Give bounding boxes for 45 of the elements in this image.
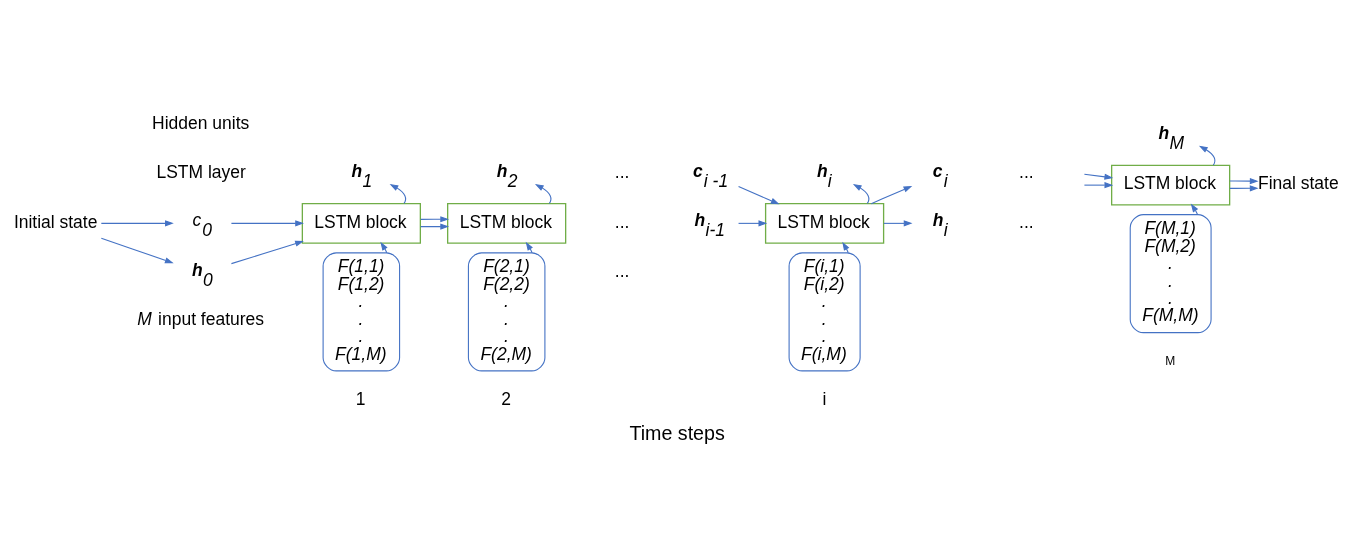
arrow	[1083, 173, 1114, 180]
node-box: F(i,1) F(i,2) . . . F(i,M)	[788, 251, 861, 371]
label: ...	[614, 211, 630, 232]
arrow	[842, 241, 850, 253]
arrow	[100, 237, 174, 263]
arrow	[100, 219, 174, 226]
node-box: LSTM block	[764, 202, 885, 244]
arrow	[525, 241, 533, 253]
arrow	[230, 240, 304, 264]
arrow	[883, 219, 913, 226]
label: ...	[614, 161, 630, 182]
node-text: Final state	[1258, 172, 1339, 193]
label: ...	[1019, 211, 1034, 232]
label: M	[1165, 353, 1176, 368]
arrow	[1198, 145, 1216, 166]
arrow	[420, 215, 450, 222]
node-text: Initial state	[13, 211, 98, 232]
label: LSTM layer	[156, 161, 246, 182]
arrow	[852, 183, 870, 204]
arrow	[420, 223, 450, 230]
arrow	[389, 183, 407, 204]
arrow	[1190, 203, 1199, 215]
arrow	[738, 219, 768, 226]
arrow	[380, 241, 388, 253]
node-box: LSTM block	[447, 202, 567, 244]
label: i	[822, 388, 827, 409]
caption: Time steps	[629, 421, 725, 444]
label: ...	[1019, 161, 1034, 182]
arrow	[870, 185, 913, 204]
node-box: F(2,1) F(2,2) . . . F(2,M)	[467, 251, 546, 371]
arrow	[230, 219, 304, 226]
arrow	[1229, 184, 1259, 191]
arrow	[738, 185, 780, 204]
arrow	[1083, 181, 1114, 188]
node-box: F(1,1) F(1,2) . . . F(1,M)	[322, 251, 401, 371]
node-box: LSTM block	[301, 202, 421, 244]
node-box: F(M,1) F(M,2) . . . F(M,M)	[1129, 213, 1212, 333]
node-box: LSTM block	[1111, 164, 1231, 205]
label: M input features	[137, 308, 264, 329]
label: 2	[501, 388, 511, 409]
label: Hidden units	[152, 112, 250, 133]
label: 1	[355, 388, 366, 409]
arrow	[1229, 177, 1259, 184]
label: ...	[614, 260, 630, 281]
arrow	[534, 183, 552, 204]
